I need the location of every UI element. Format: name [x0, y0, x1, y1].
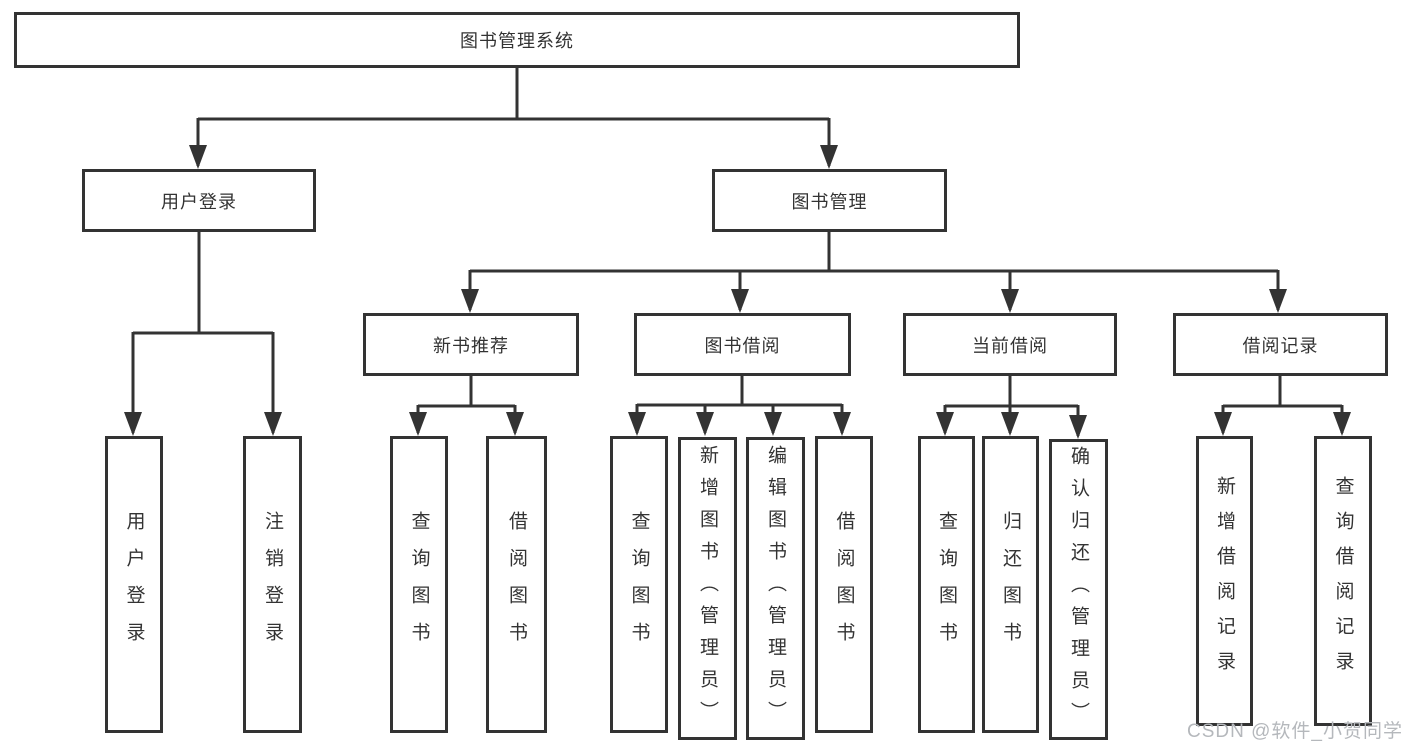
leaf-borrow-edit-books-admin: 编辑图书（管理员） [746, 437, 805, 740]
leaf-label: 编辑图书（管理员） [765, 444, 786, 733]
leaf-borrow-add-books-admin: 新增图书（管理员） [678, 437, 737, 740]
leaf-label: 查询图书 [936, 510, 957, 659]
leaf-label: 归还图书 [1000, 510, 1021, 659]
node-current-borrowing: 当前借阅 [903, 313, 1117, 376]
leaf-label: 用户登录 [123, 510, 145, 659]
leaf-borrow-query-books: 查询图书 [610, 436, 668, 733]
leaf-label: 查询借阅记录 [1332, 476, 1354, 686]
node-label: 图书借阅 [704, 335, 781, 356]
node-new-book-recommendation: 新书推荐 [363, 313, 579, 376]
node-root-system: 图书管理系统 [14, 12, 1020, 68]
node-label: 新书推荐 [433, 335, 509, 356]
csdn-watermark: CSDN @软件_小贺同学 [1187, 721, 1403, 742]
node-label: 图书管理 [791, 191, 868, 212]
leaf-user-login: 用户登录 [105, 436, 163, 733]
leaf-label: 注销登录 [262, 510, 283, 659]
node-book-borrowing: 图书借阅 [634, 313, 851, 376]
node-label: 用户登录 [161, 191, 237, 212]
leaf-current-confirm-return-admin: 确认归还（管理员） [1049, 439, 1108, 740]
node-book-management: 图书管理 [712, 169, 947, 232]
leaf-rec-borrow-books: 借阅图书 [486, 436, 547, 733]
node-label: 图书管理系统 [460, 31, 574, 51]
leaf-label: 查询图书 [408, 510, 430, 659]
leaf-current-return-books: 归还图书 [982, 436, 1039, 733]
node-label: 借阅记录 [1242, 335, 1319, 356]
node-user-login: 用户登录 [82, 169, 316, 232]
leaf-label: 新增借阅记录 [1214, 476, 1235, 686]
leaf-rec-query-books: 查询图书 [390, 436, 448, 733]
node-borrowing-records: 借阅记录 [1173, 313, 1388, 376]
leaf-label: 确认归还（管理员） [1068, 445, 1089, 734]
leaf-label: 借阅图书 [506, 510, 527, 659]
leaf-label: 借阅图书 [833, 510, 855, 659]
node-label: 当前借阅 [972, 335, 1048, 356]
leaf-label: 新增图书（管理员） [697, 444, 718, 733]
leaf-records-add-borrow-record: 新增借阅记录 [1196, 436, 1253, 726]
leaf-borrow-borrow-books: 借阅图书 [815, 436, 873, 733]
leaf-label: 查询图书 [628, 510, 650, 659]
leaf-logout: 注销登录 [243, 436, 302, 733]
leaf-current-query-books: 查询图书 [918, 436, 975, 733]
leaf-records-query-borrow-record: 查询借阅记录 [1314, 436, 1372, 726]
